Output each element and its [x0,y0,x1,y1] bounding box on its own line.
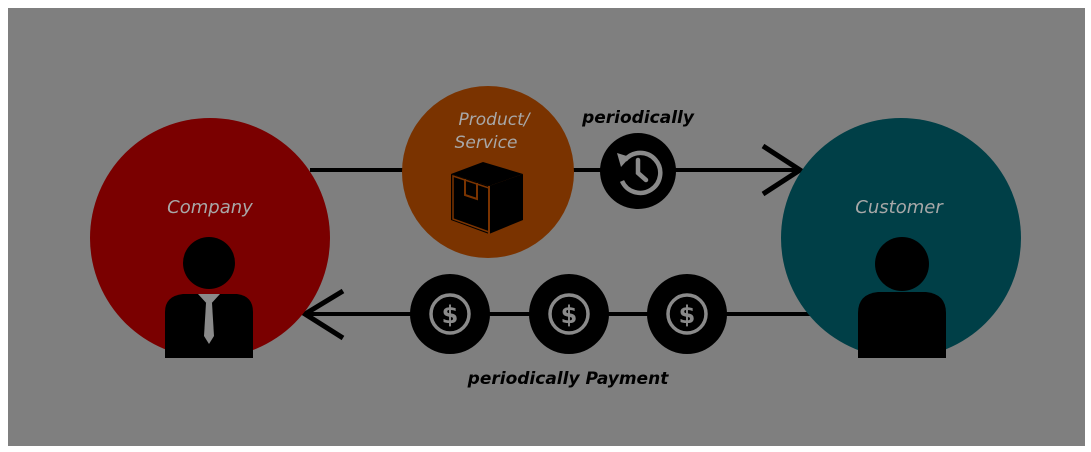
company-node: Company [90,118,330,358]
delivery-flow-label: periodically [581,108,695,128]
payment-flow-label: periodically Payment [467,369,670,389]
company-label: Company [167,197,253,218]
product-service-label-line2: Service [455,133,518,153]
recurring-clock-icon [600,133,676,209]
box-icon [451,162,523,234]
customer-node: Customer [781,118,1021,358]
payment-coin-2: $ [529,274,609,354]
delivery-arrowhead-icon [761,143,805,197]
customer-label: Customer [855,197,944,218]
businessman-icon [165,237,253,358]
dollar-coin-icon: $ [679,301,696,329]
dollar-coin-icon: $ [561,301,578,329]
payment-coin-1: $ [410,274,490,354]
payment-coin-3: $ [647,274,727,354]
payment-arrowhead-icon [300,288,345,341]
dollar-coin-icon: $ [442,301,459,329]
customer-person-icon [858,237,946,358]
product-service-node: Product/ Service [402,86,574,258]
product-service-label-line1: Product/ [459,110,532,130]
